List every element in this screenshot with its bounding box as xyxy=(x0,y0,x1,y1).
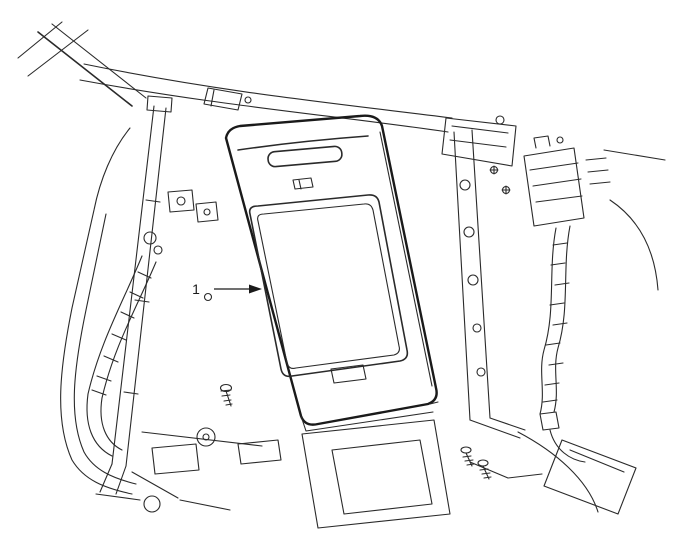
wiring-harness-right xyxy=(539,225,586,463)
bottom-center-structure xyxy=(131,419,451,529)
cowl-crossmember xyxy=(79,63,517,167)
mounting-bolt-icon xyxy=(219,383,233,407)
right-connector-block xyxy=(523,135,666,291)
panel-inner-recess xyxy=(248,194,409,378)
panel-handle-slot xyxy=(267,145,343,168)
panel-clip xyxy=(292,177,314,190)
stud-bolt-icon xyxy=(501,185,511,195)
callout-1-arrowhead xyxy=(249,284,262,294)
stud-bolt-icon xyxy=(489,165,499,175)
screw-icon xyxy=(460,446,475,467)
bottom-right-structure xyxy=(460,431,637,515)
cover-panel xyxy=(224,114,439,432)
left-strut xyxy=(95,95,173,501)
right-mounting-bracket xyxy=(453,129,526,439)
wiring-harness-left xyxy=(60,127,219,495)
callout-1-label: 1 xyxy=(192,281,200,297)
frame-top-left xyxy=(17,21,147,107)
callout-1: 1 xyxy=(192,281,262,302)
callout-reference-hole xyxy=(203,292,213,302)
screw-icon xyxy=(477,459,492,480)
